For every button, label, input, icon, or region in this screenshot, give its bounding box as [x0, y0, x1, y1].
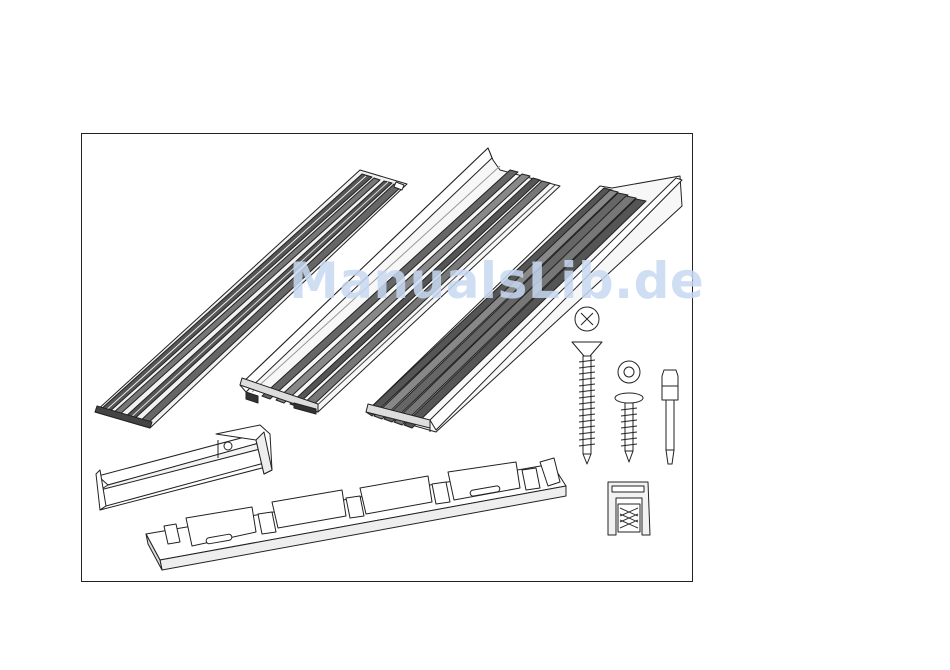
countersunk-screw: [572, 307, 602, 464]
torx-bit: [662, 370, 678, 464]
end-cap-clip: [608, 482, 650, 535]
carrier-clip-strip: [146, 458, 566, 570]
pan-head-screw: [615, 361, 643, 462]
mounting-bracket: [96, 425, 272, 510]
